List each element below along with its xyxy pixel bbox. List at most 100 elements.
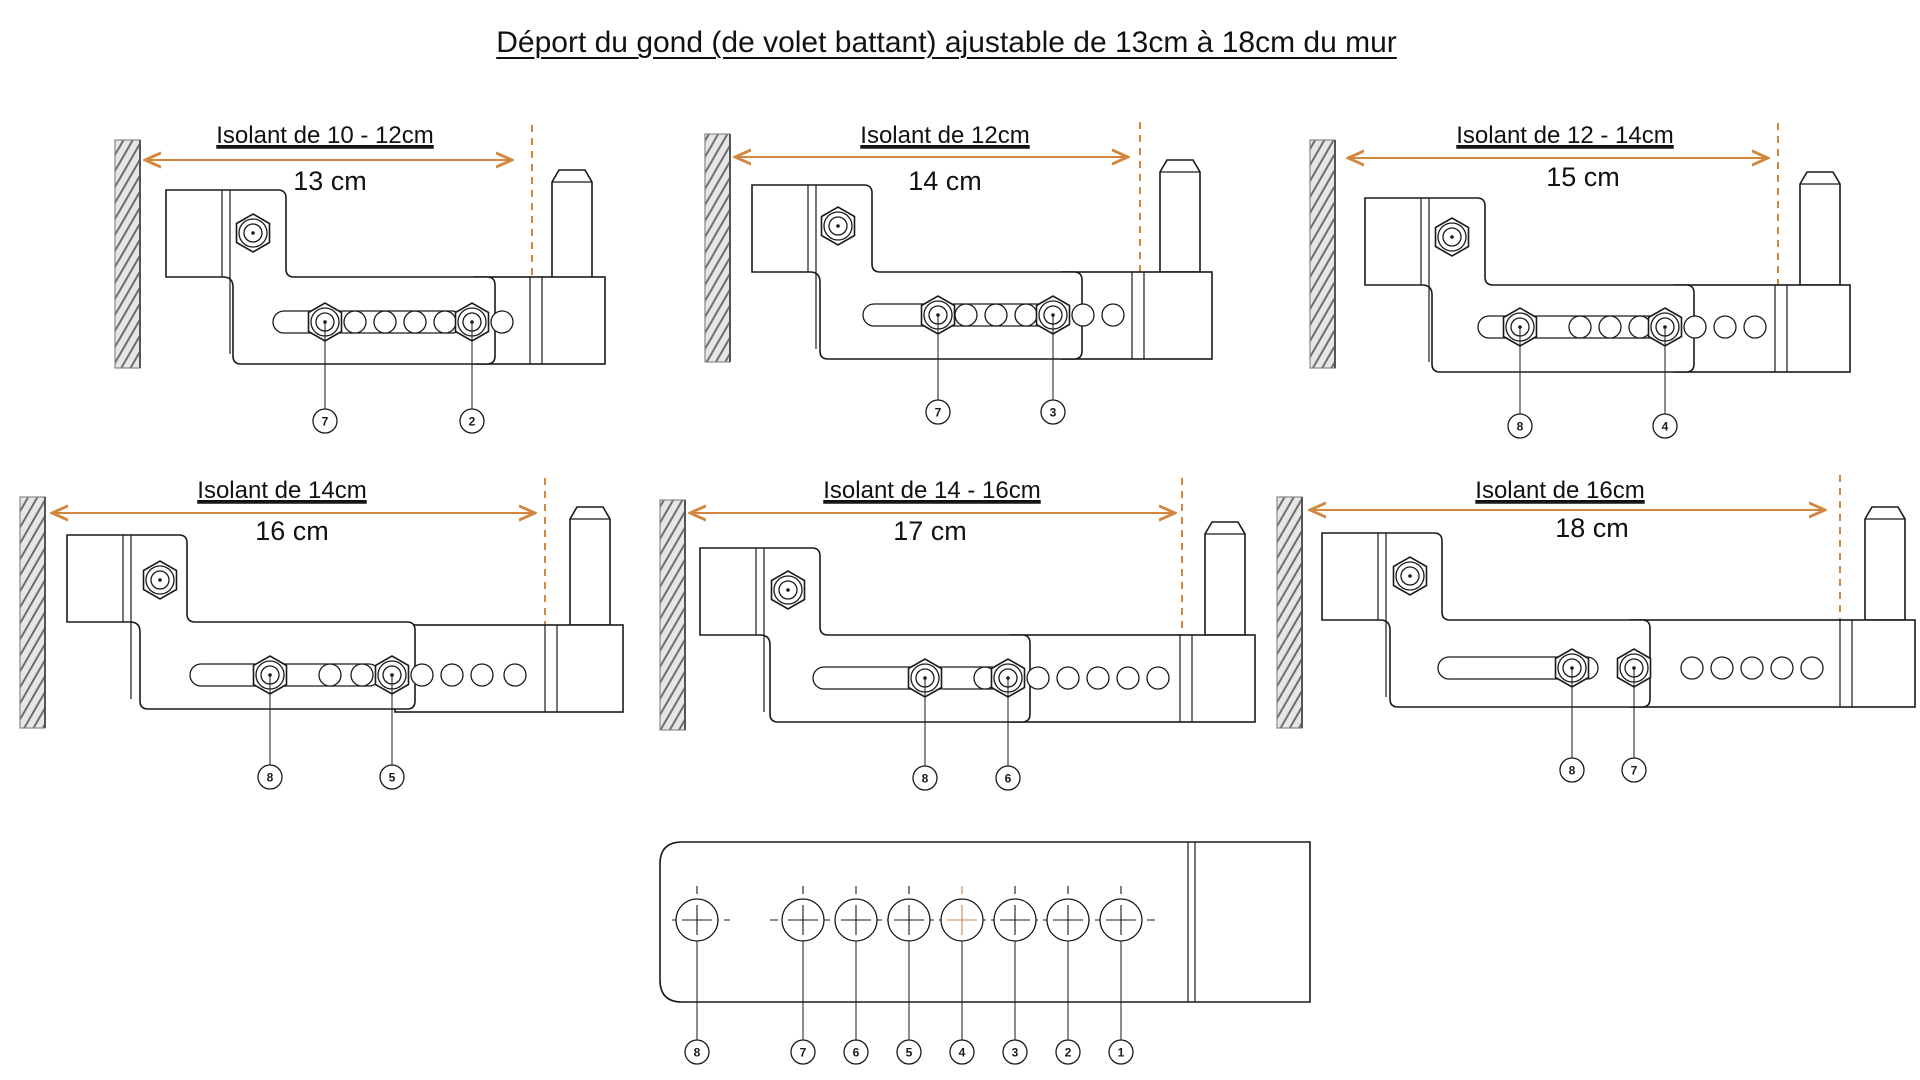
adjustment-hole [1743, 315, 1767, 339]
wall-hatch [1309, 139, 1336, 369]
adjustment-hole [410, 663, 434, 687]
adjustment-hole [1710, 656, 1734, 680]
adjustment-hole [350, 663, 374, 687]
adjustment-hole [1740, 656, 1764, 680]
wall-fixing-bolt [1392, 556, 1428, 596]
insulation-label: Isolant de 10 - 12cm [216, 122, 433, 149]
adjustment-hole [373, 310, 397, 334]
hinge-pin [1159, 159, 1201, 273]
callout-circle [1002, 1039, 1028, 1065]
wall-hatch [114, 139, 141, 369]
reference-hole-3: 3 [993, 886, 1037, 1065]
callout-circle [1108, 1039, 1134, 1065]
callout-number: 5 [906, 1046, 913, 1060]
callout-number: 6 [853, 1046, 860, 1060]
position-callout-right: 7 [1621, 668, 1647, 783]
reference-plate: 8 7 6 5 4 3 2 1 [659, 841, 1311, 1065]
adjustment-hole [984, 303, 1008, 327]
adjustment-hole [1770, 656, 1794, 680]
callout-circle [459, 408, 485, 434]
wall-fixing-bolt [235, 213, 271, 253]
callout-number: 7 [800, 1046, 807, 1060]
hinge-plate [1364, 197, 1695, 373]
offset-distance-label: 14 cm [908, 166, 982, 196]
callout-number: 5 [389, 771, 396, 785]
reference-hole-callout: 6 [843, 941, 869, 1065]
wall-fixing-bolt [1434, 217, 1470, 257]
reference-hole-5: 5 [887, 886, 931, 1065]
insulation-label: Isolant de 12cm [860, 122, 1029, 149]
offset-distance-label: 16 cm [255, 516, 329, 546]
position-callout-left: 7 [925, 315, 951, 425]
adjustment-hole [440, 663, 464, 687]
reference-hole-callout: 1 [1108, 941, 1134, 1065]
bolt-center [1408, 574, 1412, 578]
callout-circle [1055, 1039, 1081, 1065]
offset-distance-label: 17 cm [893, 516, 967, 546]
callout-circle [312, 408, 338, 434]
callout-number: 7 [935, 406, 942, 420]
hinge-panel-5: Isolant de 14 - 16cm 17 cm 8 6 [659, 477, 1256, 791]
wall-hatch [704, 133, 731, 363]
callout-circle [379, 764, 405, 790]
reference-hole-callout: 2 [1055, 941, 1081, 1065]
callout-circle [1621, 757, 1647, 783]
position-callout-right: 4 [1652, 327, 1678, 439]
position-callout-left: 8 [1559, 668, 1585, 783]
position-callout-left: 8 [1507, 327, 1533, 439]
bolt-center [836, 224, 840, 228]
wall-hatch [19, 496, 46, 729]
callout-number: 2 [1065, 1046, 1072, 1060]
reference-hole-8: 8 [675, 886, 719, 1065]
callout-number: 6 [1005, 772, 1012, 786]
adjustment-hole [1071, 303, 1095, 327]
reference-hole-callout: 4 [949, 941, 975, 1065]
adjustment-hole [318, 663, 342, 687]
hinge-pin [1864, 506, 1906, 621]
position-callout-right: 2 [459, 322, 485, 434]
callout-number: 4 [959, 1046, 966, 1060]
position-callout-left: 7 [312, 322, 338, 434]
adjustment-hole [1026, 666, 1050, 690]
callout-number: 3 [1050, 406, 1057, 420]
reference-hole-4: 4 [940, 886, 984, 1065]
wall-fixing-bolt [142, 560, 178, 600]
position-callout-left: 8 [257, 675, 283, 790]
hinge-plate [699, 547, 1031, 723]
callout-circle [790, 1039, 816, 1065]
adjustment-hole [954, 303, 978, 327]
callout-circle [257, 764, 283, 790]
adjustment-hole [343, 310, 367, 334]
hinge-pin [551, 169, 593, 279]
adjustment-hole [1056, 666, 1080, 690]
callout-number: 2 [469, 415, 476, 429]
hinge-pin [569, 506, 611, 626]
bolt-center [158, 578, 162, 582]
adjustment-hole [1146, 666, 1170, 690]
callout-circle [925, 399, 951, 425]
offset-distance-label: 15 cm [1546, 162, 1620, 192]
insulation-label: Isolant de 14 - 16cm [823, 477, 1040, 504]
bolt-center [251, 231, 255, 235]
reference-hole-6: 6 [834, 886, 878, 1065]
adjustment-hole [1800, 656, 1824, 680]
hinge-pin [1799, 171, 1841, 286]
page-title: Déport du gond (de volet battant) ajusta… [496, 26, 1397, 59]
adjustment-hole [1086, 666, 1110, 690]
callout-number: 8 [922, 772, 929, 786]
position-callout-right: 6 [995, 678, 1021, 791]
adjustment-hole [1116, 666, 1140, 690]
position-callout-right: 5 [379, 675, 405, 790]
adjustment-hole [403, 310, 427, 334]
hinge-plate [751, 184, 1083, 360]
callout-number: 4 [1662, 420, 1669, 434]
reference-hole-callout: 7 [790, 941, 816, 1065]
adjustment-hole [490, 310, 514, 334]
adjustment-hole [1014, 303, 1038, 327]
adjustment-hole [503, 663, 527, 687]
